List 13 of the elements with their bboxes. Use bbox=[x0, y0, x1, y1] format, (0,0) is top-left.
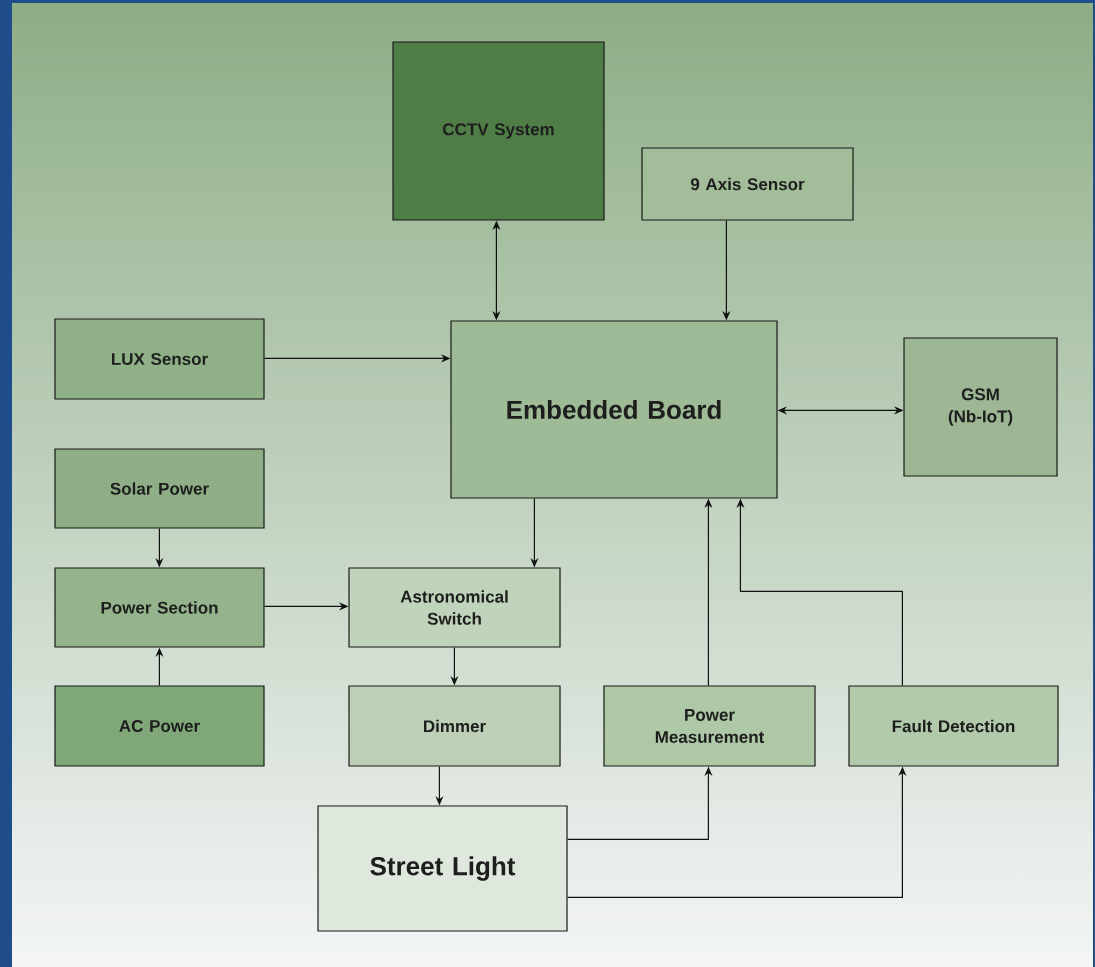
process-box: LUX Sensor bbox=[54, 318, 265, 400]
process-box: 9 Axis Sensor bbox=[641, 147, 854, 221]
process-box: Dimmer bbox=[348, 685, 561, 767]
process-box: GSM (Nb-IoT) bbox=[903, 337, 1058, 477]
process-box: Astronomical Switch bbox=[348, 567, 561, 648]
process-box: Embedded Board bbox=[450, 320, 778, 499]
process-box: Fault Detection bbox=[848, 685, 1059, 767]
process-box: Power Measurement bbox=[603, 685, 816, 767]
process-box: Street Light bbox=[317, 805, 568, 932]
process-box: CCTV System bbox=[392, 41, 605, 221]
process-box: Power Section bbox=[54, 567, 265, 648]
process-box: AC Power bbox=[54, 685, 265, 767]
process-box: Solar Power bbox=[54, 448, 265, 529]
